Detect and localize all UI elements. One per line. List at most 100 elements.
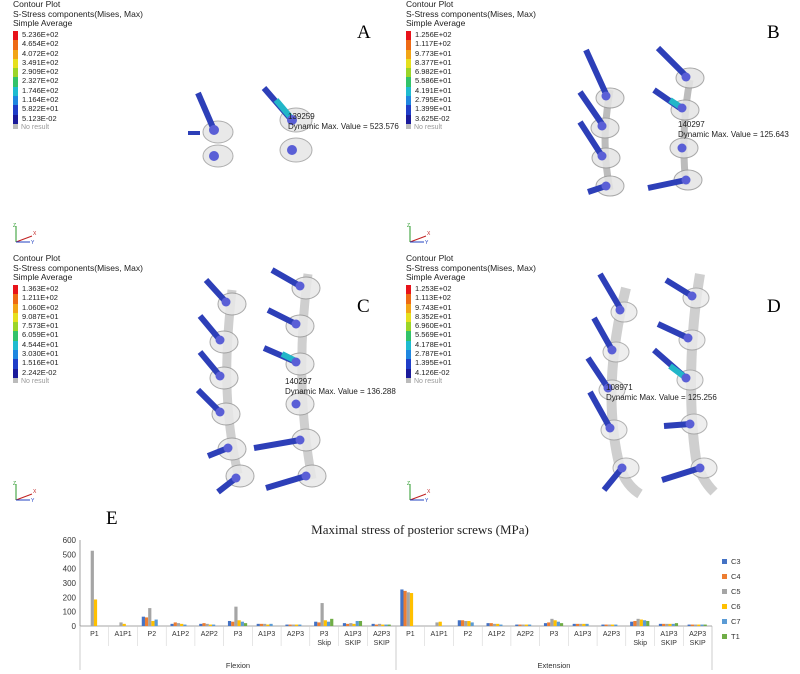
bar-c6	[496, 623, 500, 626]
category-label: A1P2	[488, 631, 505, 638]
legend-value: 9.773E+01	[415, 48, 452, 58]
legend-swatch	[406, 350, 411, 360]
bar-c5	[464, 620, 468, 626]
bar-c4	[202, 623, 206, 626]
dynamic-max-value: Dynamic Max. Value = 523.576	[288, 122, 399, 131]
bar-t1	[703, 624, 707, 626]
category-label: SKIP	[690, 640, 706, 647]
bar-c5	[176, 623, 181, 626]
axis-triad-icon: X Y Z	[407, 223, 431, 246]
legend-value: 2.327E+02	[22, 76, 59, 86]
legend-swatch	[13, 322, 18, 332]
bar-c4	[547, 622, 551, 626]
legend-swatch	[722, 619, 727, 624]
bar-c5	[291, 624, 295, 626]
bar-c5	[377, 623, 382, 626]
legend-swatch	[722, 559, 727, 564]
panel-label: D	[767, 296, 781, 317]
legend-value: 5.569E+01	[415, 330, 452, 340]
y-tick-label: 200	[63, 593, 77, 602]
bar-c3	[170, 623, 174, 626]
svg-text:Z: Z	[407, 481, 410, 487]
no-result-label: No result	[406, 378, 442, 385]
category-label: SKIP	[345, 640, 361, 647]
bar-c4	[518, 624, 522, 626]
legend-swatch	[13, 303, 18, 313]
bar-c4	[259, 623, 264, 626]
svg-text:Y: Y	[31, 240, 35, 246]
legend-swatch	[13, 114, 18, 124]
category-label: P3	[320, 631, 329, 638]
bar-c7	[212, 624, 216, 626]
legend-value: 1.363E+02	[22, 284, 59, 293]
svg-text:Y: Y	[425, 240, 429, 246]
legend-value: 4.072E+02	[22, 48, 59, 58]
bar-c6	[266, 624, 270, 626]
node-id-label: 140297	[285, 377, 312, 386]
svg-text:X: X	[33, 231, 37, 237]
legend-value: 4.191E+01	[415, 85, 452, 95]
panel-header: Contour Plot S-Stress components(Mises, …	[406, 0, 536, 29]
legend-label: C6	[731, 602, 741, 611]
category-label: P2	[464, 631, 473, 638]
bar-c4	[662, 623, 666, 626]
legend-label: C5	[731, 587, 741, 596]
bar-c3	[601, 624, 605, 626]
bar-c5	[406, 592, 410, 626]
legend-value: 1.060E+02	[22, 302, 59, 312]
legend-swatch	[406, 77, 411, 87]
bar-c3	[285, 624, 289, 626]
legend-swatch	[406, 105, 411, 115]
bar-c6	[93, 599, 98, 626]
bar-c6	[409, 593, 414, 626]
bar-c7	[154, 619, 158, 626]
legend-swatch	[406, 294, 411, 304]
svg-text:Y: Y	[31, 498, 35, 504]
category-label: A1P1	[431, 631, 448, 638]
legend-value: 5.236E+02	[22, 30, 59, 39]
legend-value: 1.164E+02	[22, 95, 59, 105]
bar-c6	[611, 624, 615, 626]
bar-c7	[355, 620, 359, 626]
bar-c4	[575, 623, 580, 626]
legend-label: C7	[731, 617, 741, 626]
bar-c3	[457, 620, 461, 626]
legend-value: 5.586E+01	[415, 76, 452, 86]
category-label: Skip	[633, 640, 647, 647]
bar-c5	[148, 608, 152, 626]
group-label: Extension	[538, 661, 571, 670]
category-label: A2P3	[287, 631, 304, 638]
contour-panel-c: Contour Plot S-Stress components(Mises, …	[0, 254, 400, 504]
legend-swatch	[13, 58, 18, 69]
contour-panel-d: Contour Plot S-Stress components(Mises, …	[400, 254, 800, 504]
bar-c5	[550, 618, 554, 626]
bar-c7	[614, 624, 618, 626]
bar-t1	[674, 623, 679, 626]
bar-c4	[346, 623, 350, 626]
legend-label: T1	[731, 632, 740, 641]
y-tick-label: 0	[72, 622, 77, 631]
legend-swatch	[722, 634, 727, 639]
bar-c7	[700, 624, 704, 626]
bar-c5	[263, 623, 267, 626]
legend-swatch	[406, 340, 411, 351]
legend-value: 1.746E+02	[22, 85, 59, 95]
bar-c6	[438, 621, 442, 626]
legend-value: 8.352E+01	[415, 311, 452, 321]
legend-value: 6.059E+01	[22, 330, 59, 340]
node-id-label: 108971	[606, 383, 633, 392]
legend-value: 9.087E+01	[22, 311, 59, 321]
bar-c4	[604, 624, 608, 626]
bar-c3	[630, 621, 634, 626]
category-label: P1	[90, 631, 99, 638]
bar-c4	[489, 623, 493, 626]
legend-value: 3.625E-02	[415, 113, 450, 123]
bar-c4	[374, 624, 378, 626]
bar-c3	[342, 623, 347, 626]
bar-c5	[234, 606, 238, 626]
legend-swatch	[406, 303, 411, 313]
no-result-label: No result	[13, 378, 49, 385]
bar-c5	[693, 624, 698, 626]
legend-value: 8.377E+01	[415, 57, 452, 67]
